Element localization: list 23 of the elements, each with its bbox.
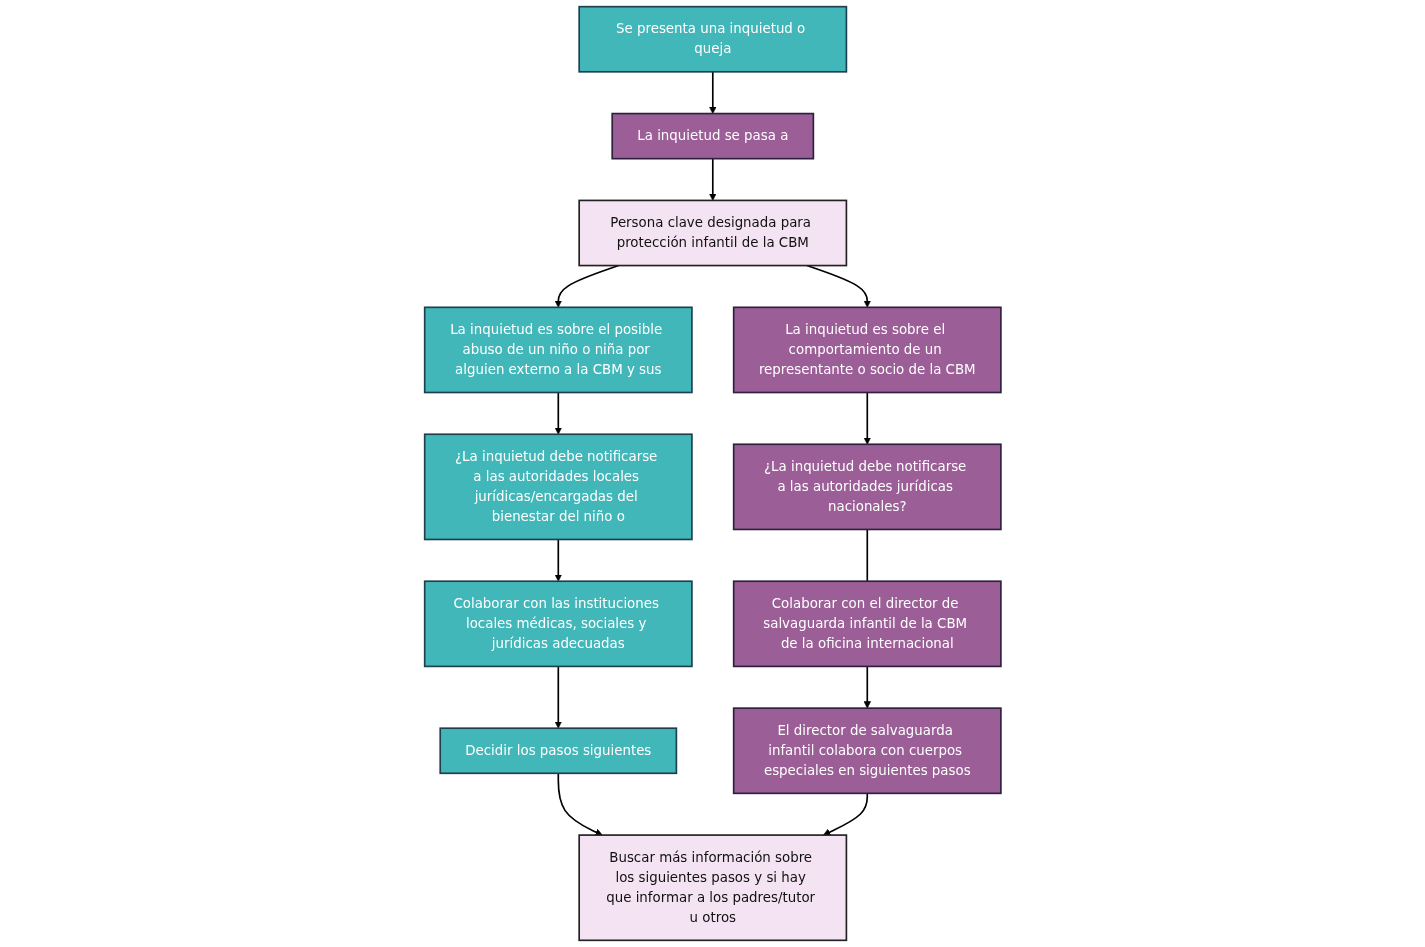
node-box: Decidir los pasos siguientes bbox=[439, 727, 677, 775]
arrow bbox=[822, 792, 868, 836]
arrow bbox=[554, 538, 562, 582]
node-box: La inquietud es sobre el posible abuso de un niño o niña por alguien externo a la CBM y sus bbox=[423, 306, 693, 394]
node-box: Se presenta una inquietud o queja bbox=[578, 5, 847, 73]
node-box: La inquietud es sobre el comportamiento de un representante o socio de la CBM bbox=[732, 306, 1002, 394]
arrow bbox=[863, 391, 871, 445]
node-box: Colaborar con el director de salvaguarda infantil de la CBM de la oficina internacional bbox=[732, 580, 1002, 668]
node-box: ¿La inquietud debe notificarse a las autoridades jurídicas nacionales? bbox=[732, 443, 1002, 531]
arrow bbox=[554, 391, 562, 435]
node-box: Persona clave designada para protección infantil de la CBM bbox=[578, 199, 847, 267]
arrow bbox=[708, 157, 717, 201]
arrow bbox=[863, 665, 871, 709]
connector bbox=[866, 528, 868, 583]
node-box: El director de salvaguarda infantil colabora con cuerpos especiales en siguientes pasos bbox=[732, 707, 1002, 795]
arrow bbox=[554, 665, 562, 729]
arrow bbox=[708, 71, 717, 114]
arrow bbox=[557, 772, 603, 836]
arrow bbox=[554, 264, 620, 308]
node-box: Colaborar con las instituciones locales médicas, sociales y jurídicas adecuadas bbox=[423, 580, 693, 668]
node-box: Buscar más información sobre los siguientes pasos y si hay que informar a los padres/tutor u otros bbox=[578, 834, 847, 942]
node-box: ¿La inquietud debe notificarse a las autoridades locales jurídicas/encargadas del bienestar del niño o bbox=[423, 433, 693, 541]
node-box: La inquietud se pasa a bbox=[611, 112, 814, 160]
